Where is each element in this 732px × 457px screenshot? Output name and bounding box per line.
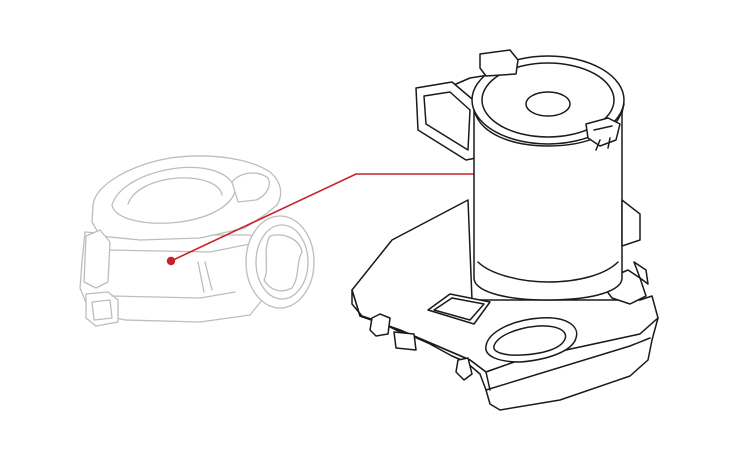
vacuum-bottom-connector: [85, 291, 119, 327]
release-slot-inner: [493, 325, 567, 356]
intake-duct-inner: [423, 91, 471, 151]
dust-cup-right-bracket: [621, 199, 641, 247]
right-step-notch: [633, 261, 649, 285]
vacuum-side-slot: [197, 261, 213, 293]
vacuum-wheel-hub: [263, 234, 303, 292]
vacuum-seam: [109, 243, 251, 253]
front-clip-right: [455, 357, 473, 381]
vacuum-lid-inner: [127, 177, 223, 205]
front-foot: [393, 331, 417, 351]
vacuum-handle: [231, 172, 270, 203]
vacuum-front-intake: [83, 229, 111, 289]
hinge-clip: [585, 117, 621, 147]
dust-container-assembly: [351, 49, 659, 411]
base-lower-rim: [485, 337, 651, 391]
vacuum-cleaner-illustration: [79, 155, 315, 327]
dust-cup-body: [473, 91, 623, 301]
dust-cup-lid-center: [525, 91, 571, 117]
vacuum-bottom-connector-inner: [91, 299, 113, 321]
callout-leader: [166, 173, 476, 266]
vacuum-seam-lower: [111, 291, 236, 299]
callout-dot: [166, 256, 176, 266]
dust-cup-bottom-curve: [477, 261, 619, 283]
base-window-inner: [433, 297, 485, 321]
front-clip-left: [369, 313, 391, 337]
hinge-clip-detail: [593, 125, 613, 151]
callout-line: [170, 173, 476, 262]
top-latch: [479, 49, 519, 77]
